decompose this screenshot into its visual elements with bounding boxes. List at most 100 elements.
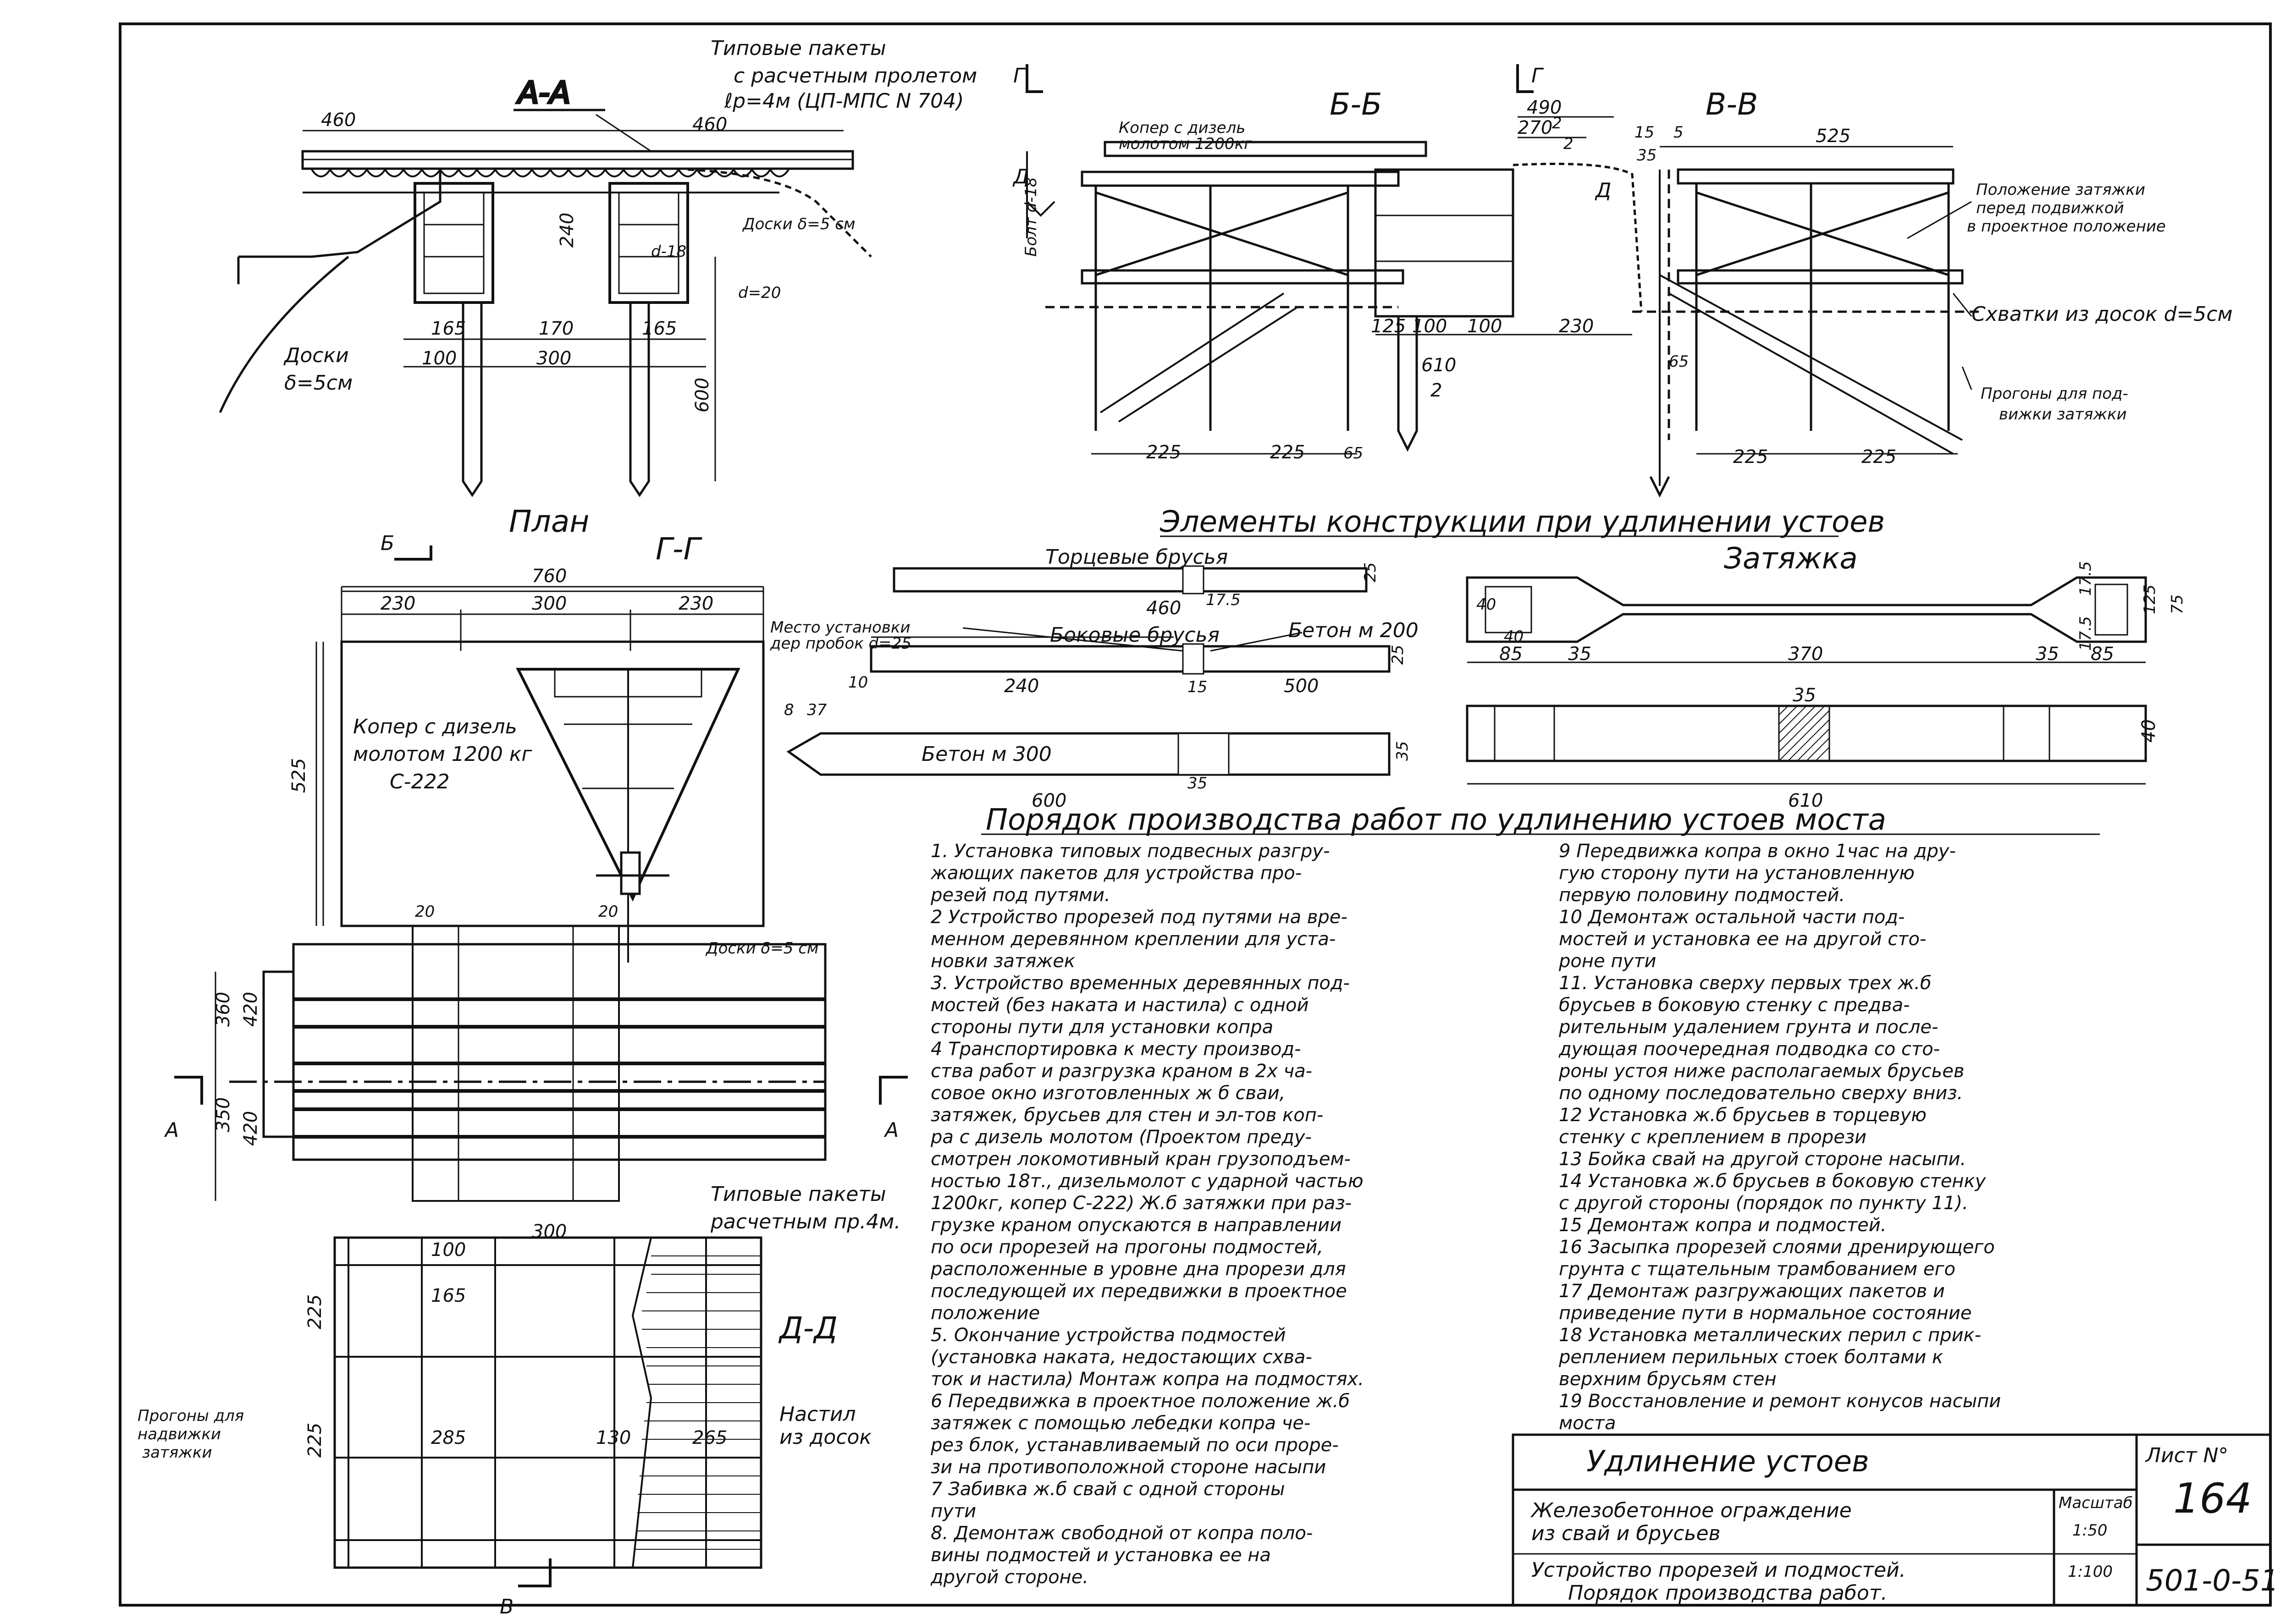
side-beams-label: Боковые брусья	[1050, 623, 1220, 647]
procedure-right-line: 19 Восстановление и ремонт конусов насып…	[1559, 1391, 2001, 1412]
procedure-right-line: 11. Установка сверху первых трех ж.б	[1559, 973, 1932, 994]
procedure-left-line: мостей (без наката и настила) с одной	[931, 995, 1309, 1016]
procedure-left-line: положение	[931, 1303, 1040, 1324]
procedure-right-line: 16 Засыпка прорезей слоями дренирующего	[1559, 1237, 1995, 1258]
procedure-left-line: 4 Транспортировка к месту производ-	[931, 1039, 1301, 1060]
tie-35a: 35	[1568, 644, 1591, 665]
procedure-left-line: затяжек с помощью лебедки копра че-	[931, 1413, 1310, 1434]
dim-plan-420b: 420	[240, 1111, 261, 1146]
dim-aa-165a: 165	[431, 318, 466, 339]
section-vv-title: В-В	[1706, 87, 1758, 122]
titleblock-code: 501-0-51	[2146, 1564, 2279, 1598]
procedure-title: Порядок производства работ по удлинению …	[986, 803, 1886, 837]
elements-labels: Элементы конструкции при удлинении устое…	[770, 505, 2187, 811]
dim-plan-225b: 225	[304, 1423, 326, 1458]
procedure-left-line: совое окно изготовленных ж б сваи,	[931, 1083, 1285, 1104]
end-beams-175: 17.5	[1206, 591, 1241, 609]
typical-packages-plan-line1: Типовые пакеты	[711, 1183, 886, 1206]
planks-a-label: Доски δ=5 см	[742, 215, 856, 233]
dim-bb-225a: 225	[1146, 442, 1181, 463]
tie-370: 370	[1788, 644, 1823, 665]
tie-boards-label: Схватки из досок d=5см	[1971, 303, 2233, 326]
procedure-right-line: мостей и установка ее на другой сто-	[1559, 929, 1926, 950]
tie-35b: 35	[2036, 644, 2059, 665]
procedure-right-line: по одному последовательно сверху вниз.	[1559, 1083, 1963, 1104]
procedure-right-line: 9 Передвижка копра в окно 1час на дру-	[1559, 841, 1956, 862]
procedure-left-line: 5. Окончание устройства подмостей	[931, 1325, 1286, 1346]
procedure-left-line: 2 Устройство прорезей под путями на вре-	[931, 907, 1347, 928]
pile-35b: 35	[1393, 741, 1412, 761]
dim-bb-230: 230	[1559, 316, 1594, 337]
dim-bb-65b: 65	[1343, 444, 1363, 462]
copter-plan-line2: молотом 1200 кг	[353, 743, 532, 766]
concrete-200-label: Бетон м 200	[1288, 619, 1419, 642]
tie-85a: 85	[1499, 644, 1523, 665]
tie-position-line2: перед подвижкой	[1976, 199, 2124, 217]
procedure-left-line: вины подмостей и установка ее на	[931, 1545, 1271, 1566]
dim-aa-600: 600	[692, 378, 713, 413]
planks-left-line1: Доски	[283, 344, 349, 367]
procedure-left-line: затяжек, брусьев для стен и эл-тов коп-	[931, 1105, 1323, 1126]
titleblock-scale1: 1:50	[2072, 1521, 2107, 1540]
procedure-right-line: моста	[1559, 1413, 1616, 1434]
titleblock-title: Удлинение устоев	[1586, 1445, 1869, 1479]
procedure-right-line: гую сторону пути на установленную	[1559, 863, 1915, 884]
procedure-left-line: новки затяжек	[931, 951, 1075, 972]
section-bb-vv-labels: Б-Б В-В Г Г Д Д Копер с дизель молотом 1…	[1012, 64, 2233, 468]
tie-label: Затяжка	[1724, 542, 1858, 576]
procedure-right-line: роне пути	[1558, 951, 1656, 972]
typical-packages-line2: с расчетным пролетом	[734, 64, 977, 88]
procedure-left-line: пути	[931, 1501, 976, 1522]
tie-125: 125	[2141, 584, 2159, 614]
side-beams-500: 500	[1284, 676, 1319, 697]
tie-position-line1: Положение затяжки	[1976, 181, 2145, 199]
dim-plan-760: 760	[532, 566, 567, 587]
procedure-left-line: 8. Демонтаж свободной от копра поло-	[931, 1523, 1313, 1544]
deck-plan-line2: из досок	[779, 1426, 872, 1449]
titleblock-subtitle-line2: из свай и брусьев	[1531, 1522, 1720, 1545]
copter-plan-line1: Копер с дизель	[353, 715, 517, 738]
end-beams-length: 460	[1146, 598, 1181, 619]
dim-bb-5: 5	[1673, 123, 1684, 142]
procedure-left-line: грузке краном опускаются в направлении	[931, 1215, 1342, 1236]
titleblock-desc-line1: Устройство прорезей и подмостей.	[1531, 1558, 1906, 1582]
tie-175b: 17.5	[2076, 616, 2095, 651]
procedure-left-line: менном деревянном креплении для уста-	[931, 929, 1336, 950]
dim-plan-20b: 20	[598, 903, 618, 921]
sheet-frame	[119, 22, 2272, 1607]
cut-mark-b: Б	[381, 532, 394, 555]
section-aa: А-А	[219, 74, 872, 497]
cut-mark-g2: Г	[1531, 64, 1544, 88]
cut-mark-v: В	[500, 1595, 514, 1618]
dim-aa-460a: 460	[321, 110, 356, 131]
title-block-labels: Удлинение устоев Железобетонное огражден…	[1530, 1444, 2279, 1605]
procedure-left-line: стороны пути для установки копра	[931, 1017, 1273, 1038]
titleblock-sheet-number: 164	[2173, 1475, 2252, 1523]
tie-85b: 85	[2091, 644, 2114, 665]
procedure-left-line: ства работ и разгрузка краном в 2х ча-	[931, 1061, 1312, 1082]
plug-place-line2: дер пробок d=25	[770, 634, 911, 653]
procedure-left-line: 7 Забивка ж.б свай с одной стороны	[931, 1479, 1285, 1500]
dim-vv-225c: 225	[1733, 446, 1768, 468]
procedure-right-line: роны устоя ниже располагаемых брусьев	[1558, 1061, 1964, 1082]
dim-plan-285: 285	[431, 1427, 466, 1448]
procedure-right-line: 14 Установка ж.б брусьев в боковую стенк…	[1559, 1171, 1987, 1192]
section-aa-labels: 460 460 240 165 170 165 100 300 600 Типо…	[283, 37, 977, 413]
runs-plan-line2: надвижки	[138, 1425, 221, 1443]
section-dd-title: Д-Д	[778, 1310, 838, 1346]
procedure-right-line: реплением перильных стоек болтами к	[1558, 1347, 1943, 1368]
dim-aa-170: 170	[539, 318, 574, 339]
procedure-right-line: 10 Демонтаж остальной части под-	[1559, 907, 1905, 928]
section-bb-vv	[1026, 64, 1981, 498]
side-beams-240: 240	[1004, 676, 1039, 697]
dim-plan-300: 300	[532, 593, 567, 614]
dim-aa-240: 240	[557, 213, 578, 248]
copter-plan-line3: С-222	[390, 770, 450, 793]
d20-label: d=20	[738, 284, 781, 302]
plug-place-line1: Место установки	[770, 618, 911, 637]
titleblock-sheet-label: Лист N°	[2145, 1444, 2228, 1467]
planks-left-line2: δ=5см	[284, 371, 353, 395]
dim-plan-350: 350	[213, 1097, 234, 1132]
procedure: Порядок производства работ по удлинению …	[930, 803, 2100, 1588]
